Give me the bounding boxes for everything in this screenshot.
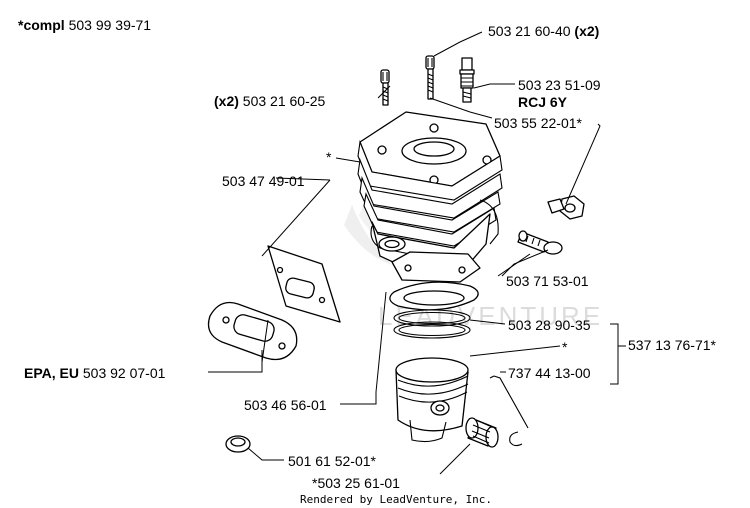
callout-decomp-valve: 503 55 22-01* [494,115,583,131]
bolt-left-part [380,69,390,106]
callout-kit: 537 13 76-71* [628,337,717,353]
bearing-part [465,417,499,448]
callout-bolt-left: (x2) 503 21 60-25 [214,93,326,109]
callout-cylinder-star: * [326,149,332,165]
callout-spark-plug: 503 23 51-09 [518,77,601,93]
assembly-number: *compl 503 99 39-71 [18,17,151,33]
callout-spark-plug-type: RCJ 6Y [518,94,568,110]
bolt-right-part [425,55,435,100]
callout-piston-star: * [562,339,568,355]
callout-muffler-gasket: EPA, EU 503 92 07-01 [24,365,166,381]
cylinder-part [357,111,503,283]
callout-bearing: *503 25 61-01 [312,475,400,491]
callout-plug: 501 61 52-01* [288,453,377,469]
callout-gasket-plate: 503 47 49-01 [222,173,305,189]
gasket-plate-part [267,245,341,323]
plug-part [225,435,251,453]
decompression-valve-part [547,195,585,220]
base-gasket-part [389,281,479,311]
callout-stud: 503 71 53-01 [506,273,589,289]
callout-circlip: 737 44 13-00 [508,365,591,381]
render-credit: Rendered by LeadVenture, Inc. [300,493,492,506]
muffler-gasket-part [207,301,298,361]
circlip-part [489,375,529,447]
stud-part [517,230,563,255]
callout-bolt-right: 503 21 60-40 (x2) [488,23,599,39]
spark-plug-part [459,57,475,103]
piston-rings-part [393,309,471,339]
leader-lines [208,31,626,475]
piston-part [395,357,469,443]
callout-base-gasket: 503 46 56-01 [244,397,327,413]
callout-piston-rings: 503 28 90-35 [508,317,591,333]
